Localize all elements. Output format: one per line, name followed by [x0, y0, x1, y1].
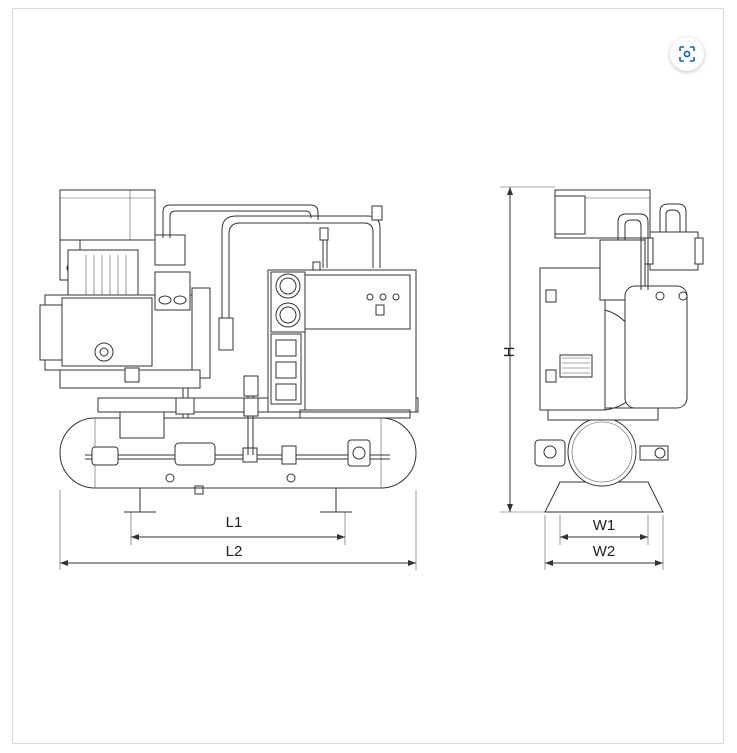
scan-icon: [679, 46, 695, 62]
side-base: [544, 481, 664, 513]
side-control-box: [539, 267, 606, 411]
sight-glass: [347, 439, 371, 467]
valve: [91, 446, 119, 466]
dimension-label-h: H: [501, 347, 518, 358]
compressor-head: [59, 189, 156, 241]
dimension-label-w1: W1: [593, 517, 616, 534]
dimension-label-l2: L2: [226, 543, 243, 560]
dimension-label-w2: W2: [593, 543, 616, 560]
side-view: [534, 189, 704, 513]
front-view: [39, 189, 419, 513]
filter-drier: [174, 442, 216, 466]
dimension-label-l1: L1: [226, 514, 243, 531]
receiver-end: [567, 417, 637, 487]
front-dimensions: L1 L2: [59, 490, 417, 570]
tank-feet: [124, 488, 352, 513]
separator: [624, 285, 688, 409]
side-dimensions: H W1 W2: [500, 186, 664, 570]
visual-search-button[interactable]: [670, 37, 704, 71]
cylinder-block: [67, 249, 139, 299]
